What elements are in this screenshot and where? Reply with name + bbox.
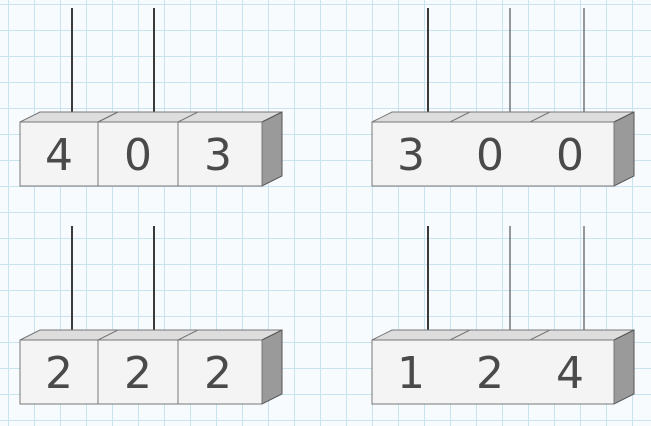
abacus-1-digit-hundreds: 4 — [20, 134, 98, 178]
abacus-3-digit-hundreds: 2 — [20, 352, 98, 396]
abacus-1-box-top — [20, 112, 282, 122]
abacus-3: 2 2 2 — [14, 226, 304, 426]
abacus-2-digit-hundreds: 3 — [372, 134, 450, 178]
abacus-3-box-side — [262, 330, 282, 404]
abacus-4-box-top — [372, 330, 634, 340]
abacus-2-box-top — [372, 112, 634, 122]
abacus-3-digit-ones: 2 — [179, 352, 257, 396]
abacus-1-digit-tens: 0 — [99, 134, 177, 178]
abacus-1-box-side — [262, 112, 282, 186]
abacus-4-digit-hundreds: 1 — [372, 352, 450, 396]
abacus-2-digit-ones: 0 — [531, 134, 609, 178]
abacus-2-box-side — [614, 112, 634, 186]
abacus-3-digit-tens: 2 — [99, 352, 177, 396]
abacus-4-digit-tens: 2 — [451, 352, 529, 396]
abacus-4-digit-ones: 4 — [531, 352, 609, 396]
abacus-2: 3 0 0 — [366, 8, 651, 208]
abacus-1-digit-ones: 3 — [179, 134, 257, 178]
abacus-1: 4 0 3 — [14, 8, 304, 208]
abacus-3-box-top — [20, 330, 282, 340]
abacus-2-digit-tens: 0 — [451, 134, 529, 178]
abacus-4: 1 2 4 — [366, 226, 651, 426]
abacus-4-box-side — [614, 330, 634, 404]
